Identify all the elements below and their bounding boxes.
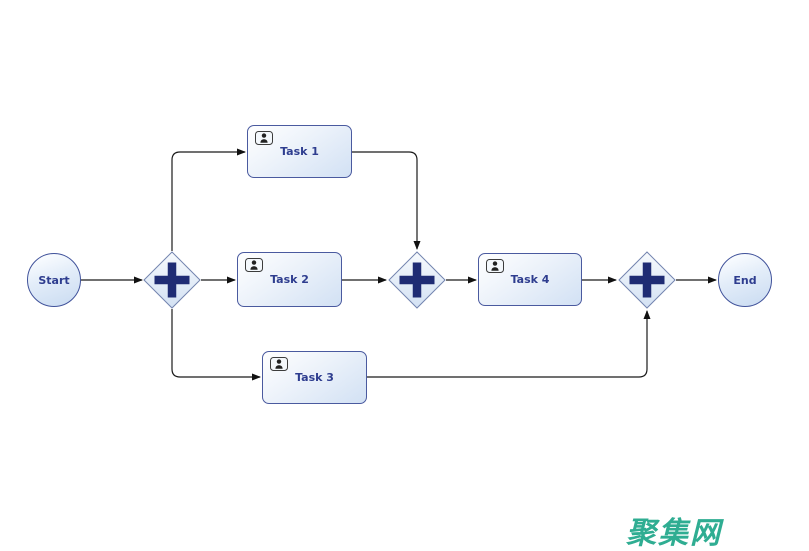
end-event-label: End xyxy=(733,273,757,287)
end-event: End xyxy=(718,253,772,307)
connector-task3-to-join2 xyxy=(367,310,651,378)
task-label: Task 2 xyxy=(270,273,309,286)
parallel-gateway-split xyxy=(143,251,201,309)
start-event: Start xyxy=(27,253,81,307)
user-task-icon xyxy=(486,259,504,273)
task-4: Task 4 xyxy=(478,253,582,306)
connector-split-to-task1 xyxy=(171,148,246,251)
plus-icon xyxy=(399,262,435,298)
start-event-label: Start xyxy=(38,273,70,287)
task-label: Task 1 xyxy=(280,145,319,158)
task-2: Task 2 xyxy=(237,252,342,307)
task-3: Task 3 xyxy=(262,351,367,404)
connector-task1-to-join1 xyxy=(352,151,421,250)
parallel-gateway-join-2 xyxy=(618,251,676,309)
task-1: Task 1 xyxy=(247,125,352,178)
parallel-gateway-join-1 xyxy=(388,251,446,309)
watermark-logo: 聚集网 xyxy=(626,516,722,551)
plus-icon xyxy=(629,262,665,298)
task-label: Task 3 xyxy=(295,371,334,384)
task-label: Task 4 xyxy=(510,273,550,286)
user-task-icon xyxy=(270,357,288,371)
user-task-icon xyxy=(245,258,263,272)
plus-icon xyxy=(154,262,190,298)
connector-split-to-task3 xyxy=(171,309,261,381)
user-task-icon xyxy=(255,131,273,145)
